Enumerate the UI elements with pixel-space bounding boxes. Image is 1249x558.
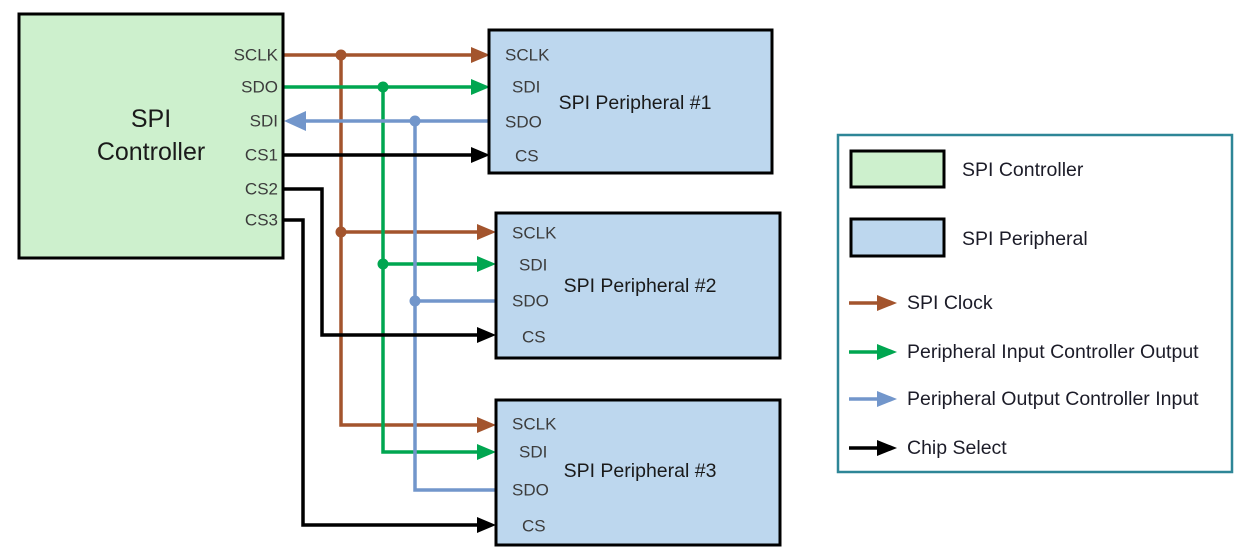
legend-label-controller: SPI Controller <box>962 159 1084 181</box>
wire-cs2 <box>283 187 478 337</box>
controller-pin-sdo-label: SDO <box>241 78 278 97</box>
peripheral-3-pin-sclk-label: SCLK <box>512 415 557 434</box>
wire-clock-trunk <box>339 55 478 427</box>
arrowhead-pico-p3 <box>477 444 496 460</box>
spi-controller-box <box>17 12 285 260</box>
legend-label-poci: Peripheral Output Controller Input <box>907 388 1199 410</box>
junction-dot-pico-2 <box>377 258 389 270</box>
arrowhead-clock-p1 <box>471 47 490 63</box>
arrowhead-clock-p2 <box>477 224 496 240</box>
peripheral-2-pin-cs-label: CS <box>522 328 546 347</box>
legend-swatch-peripheral <box>849 217 946 258</box>
controller-title-line1: SPI <box>131 105 171 133</box>
wire-poci-trunk <box>413 121 496 492</box>
peripheral-2-title: SPI Peripheral #2 <box>564 275 717 297</box>
junction-dot-clock-2 <box>335 226 347 238</box>
controller-pin-cs3-label: CS3 <box>245 211 278 230</box>
arrowhead-cs3 <box>477 517 496 533</box>
legend-arrowhead-poci <box>877 391 897 407</box>
controller-pin-sdi-label: SDI <box>250 112 278 131</box>
spi-peripheral-3-box <box>494 398 782 547</box>
legend-arrowhead-cs <box>877 440 897 456</box>
arrowhead-pico-p2 <box>477 256 496 272</box>
legend-box <box>836 133 1234 474</box>
peripheral-3-pin-sdi-label: SDI <box>519 443 547 462</box>
junction-dot-clock-1 <box>335 49 347 61</box>
peripheral-2-pin-sdo-label: SDO <box>512 292 549 311</box>
controller-title-line2: Controller <box>97 138 205 166</box>
arrowhead-cs1 <box>471 147 490 163</box>
peripheral-1-pin-cs-label: CS <box>515 147 539 166</box>
legend-swatch-controller <box>849 149 946 189</box>
peripheral-2-pin-sdi-label: SDI <box>519 256 547 275</box>
legend-label-pico: Peripheral Input Controller Output <box>907 341 1199 363</box>
controller-pin-sclk-label: SCLK <box>234 46 279 65</box>
peripheral-1-pin-sdi-label: SDI <box>512 78 540 97</box>
legend-arrowhead-pico <box>877 344 897 360</box>
peripheral-1-pin-sclk-label: SCLK <box>505 46 550 65</box>
legend-label-clock: SPI Clock <box>907 292 993 314</box>
peripheral-3-pin-cs-label: CS <box>522 517 546 536</box>
wire-cs3 <box>283 218 478 527</box>
wire-pico-trunk <box>381 87 478 454</box>
peripheral-3-title: SPI Peripheral #3 <box>564 460 717 482</box>
junction-dot-pico-1 <box>377 81 389 93</box>
controller-pin-cs1-label: CS1 <box>245 146 278 165</box>
spi-peripheral-1-box <box>487 28 774 175</box>
spi-peripheral-2-box <box>494 211 782 360</box>
peripheral-2-pin-sclk-label: SCLK <box>512 224 557 243</box>
arrowhead-poci-controller <box>284 111 306 131</box>
peripheral-3-pin-sdo-label: SDO <box>512 481 549 500</box>
arrowhead-pico-p1 <box>471 79 490 95</box>
legend-label-cs: Chip Select <box>907 437 1007 459</box>
legend-arrowhead-clock <box>877 295 897 311</box>
arrowhead-cs2 <box>477 327 496 343</box>
peripheral-1-pin-sdo-label: SDO <box>505 113 542 132</box>
legend-label-peripheral: SPI Peripheral <box>962 228 1088 250</box>
controller-pin-cs2-label: CS2 <box>245 180 278 199</box>
junction-dot-poci-2 <box>409 295 421 307</box>
junction-dot-poci-1 <box>409 115 421 127</box>
arrowhead-clock-p3 <box>477 417 496 433</box>
peripheral-1-title: SPI Peripheral #1 <box>559 92 712 114</box>
